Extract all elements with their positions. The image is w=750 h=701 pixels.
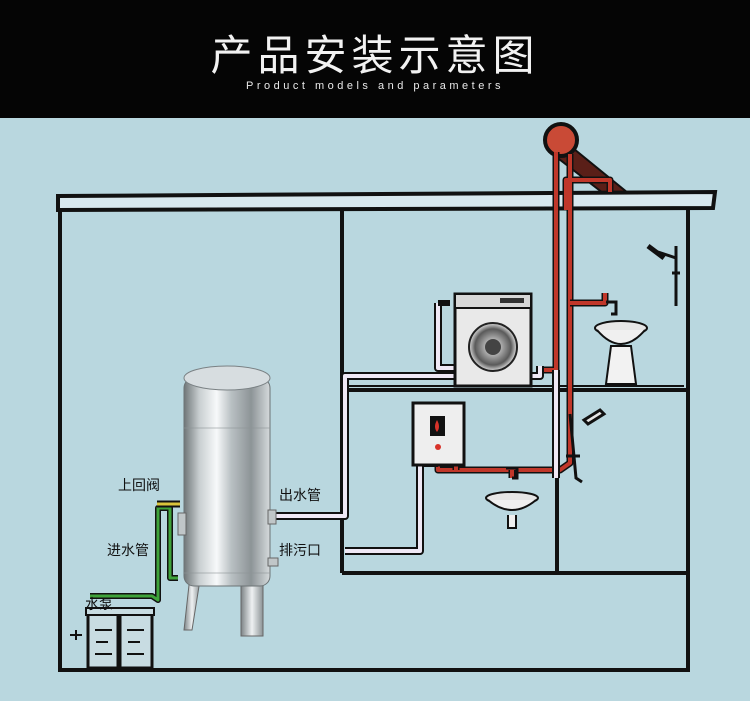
green-pump-pipes [90,500,180,603]
shower-mixer-icon [566,408,607,484]
header-banner: 产品安装示意图 Product models and parameters [0,0,750,118]
installation-diagram [56,122,718,672]
water-pump-unit [70,607,155,670]
roof-slab [56,189,718,213]
page-title: 产品安装示意图 [210,31,540,80]
shower-icon [646,244,680,306]
pedestal-sink-upper [594,300,648,385]
washing-machine [453,292,533,388]
drain-outlet-label: 排污口 [279,543,321,559]
water-pump-label: 水泵 [85,597,113,613]
page-subtitle: Product models and parameters [245,80,505,92]
sink-lower [485,466,539,529]
electric-water-heater [411,401,466,467]
pressure-tank [177,365,279,637]
check-valve-label: 上回阀 [118,478,160,494]
outlet-pipe-label: 出水管 [279,488,321,504]
inlet-pipe-label: 进水管 [107,543,149,559]
